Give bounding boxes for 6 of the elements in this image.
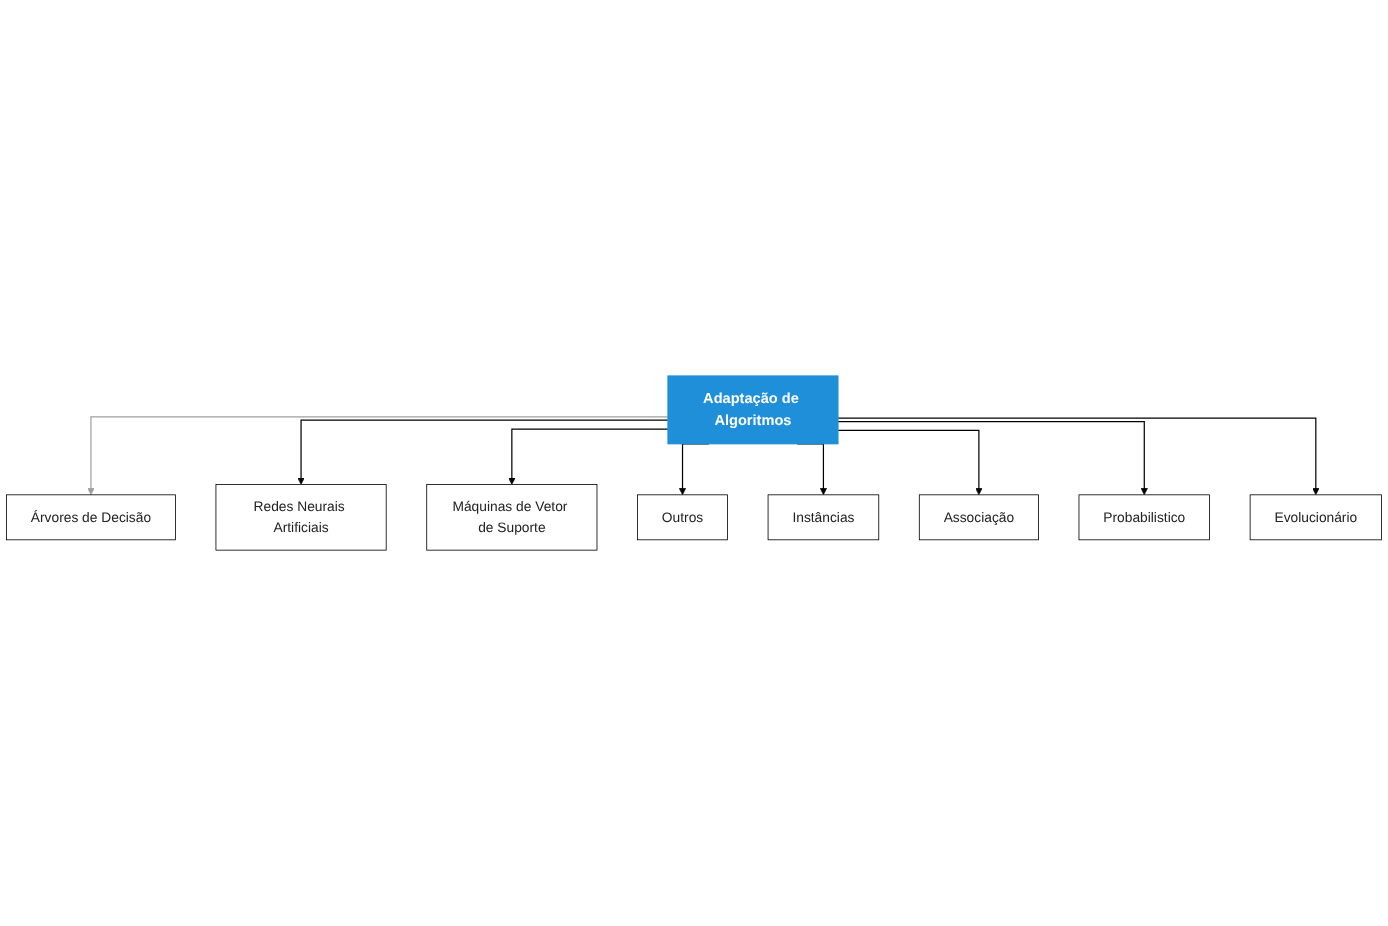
arrow bbox=[508, 428, 669, 485]
arrow bbox=[837, 429, 983, 496]
arrow bbox=[297, 419, 669, 485]
arrow bbox=[87, 416, 669, 496]
arrow bbox=[837, 421, 1148, 496]
arrow bbox=[837, 417, 1320, 496]
